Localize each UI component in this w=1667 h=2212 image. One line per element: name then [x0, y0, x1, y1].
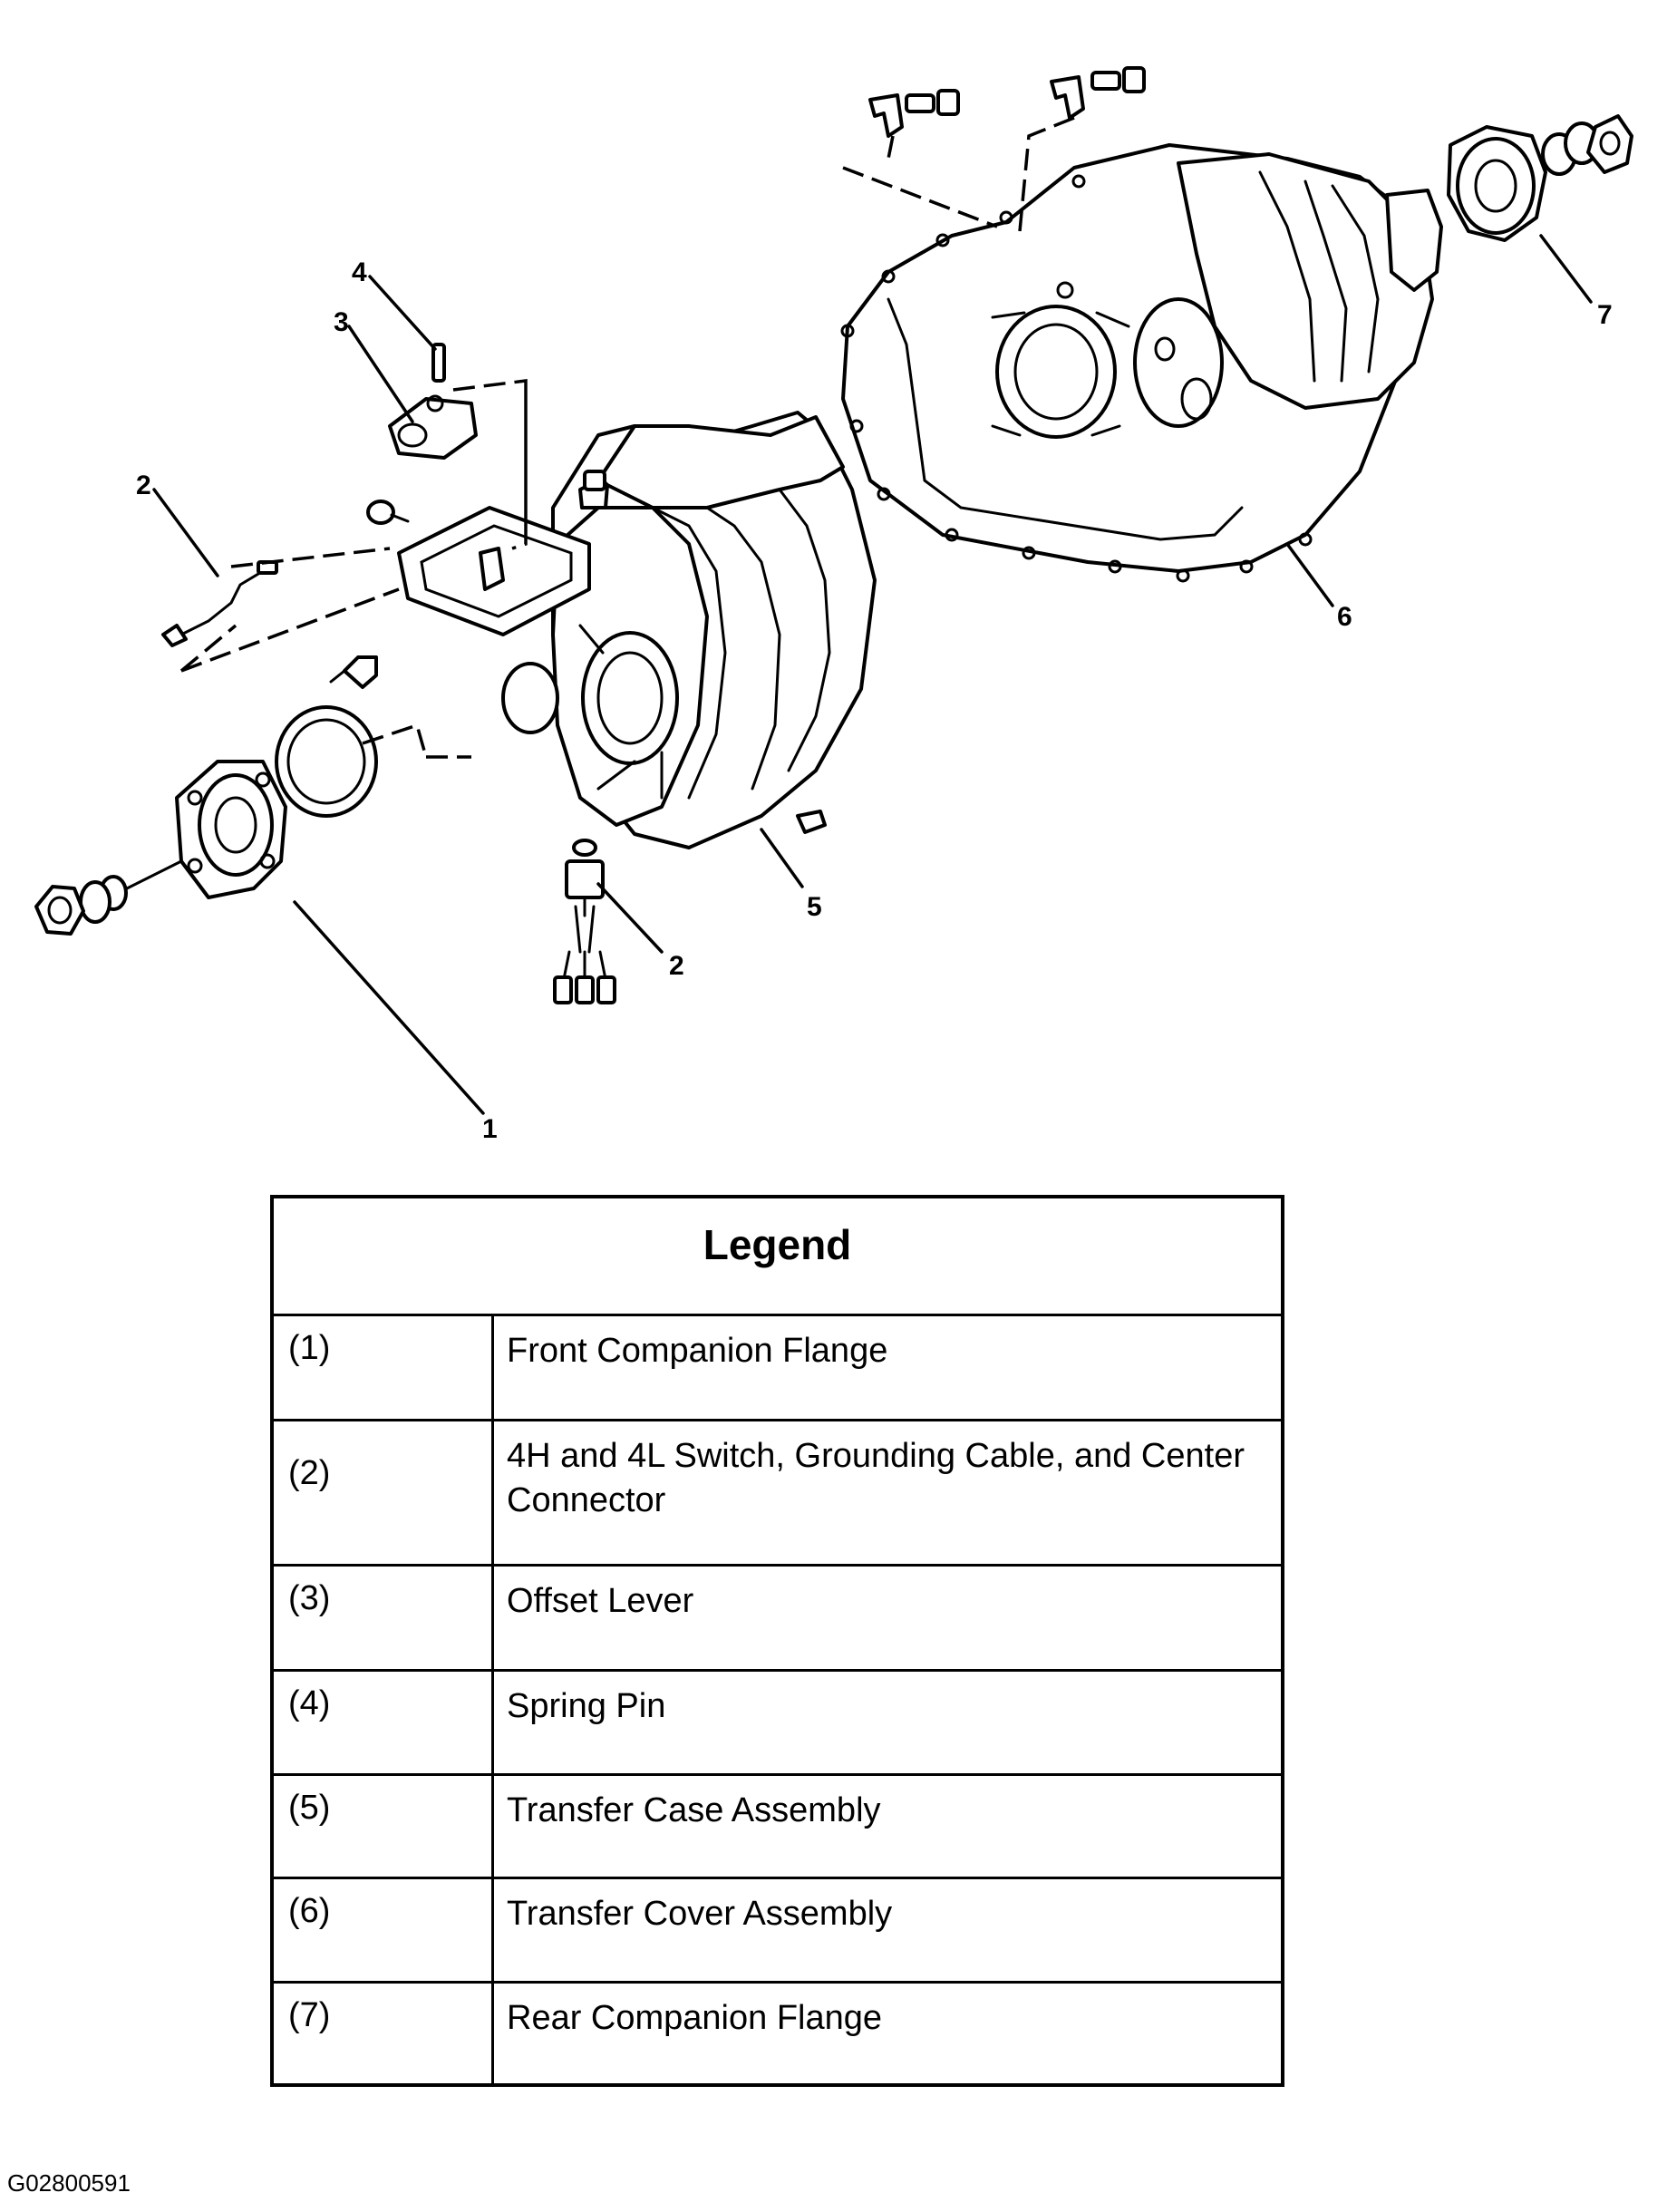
- leader-5: [760, 828, 804, 888]
- callout-3: 3: [334, 307, 349, 337]
- legend-header: Legend: [274, 1198, 1281, 1316]
- legend-number: (5): [274, 1776, 494, 1877]
- leader-7: [1539, 234, 1593, 304]
- legend-row: (7) Rear Companion Flange: [274, 1984, 1281, 2086]
- legend-number: (7): [274, 1984, 494, 2086]
- legend-description: Front Companion Flange: [507, 1332, 888, 1370]
- callout-7: 7: [1597, 300, 1613, 330]
- callout-2-lower: 2: [669, 951, 684, 981]
- callout-4: 4: [352, 257, 367, 287]
- breather-plug: [329, 655, 378, 689]
- exploded-view-diagram: 1 2 2 3 4 5 6 7: [34, 66, 1633, 1144]
- shift-cover: [397, 506, 591, 636]
- legend-title: Legend: [703, 1221, 852, 1268]
- leader-4: [368, 275, 437, 351]
- callout-6: 6: [1337, 602, 1352, 632]
- leader-6: [1285, 542, 1334, 607]
- transfer-case-assembly: [501, 411, 877, 849]
- cover-clamps-and-bolts: [842, 66, 1146, 232]
- cover-bolt: [366, 500, 410, 525]
- legend-number: (4): [274, 1672, 494, 1773]
- rear-companion-flange: [1447, 114, 1633, 242]
- offset-lever: [388, 394, 478, 460]
- legend-description: Transfer Case Assembly: [507, 1791, 881, 1829]
- legend-row: (1) Front Companion Flange: [274, 1316, 1281, 1421]
- legend-number: (2): [274, 1421, 494, 1564]
- legend-table: Legend (1) Front Companion Flange (2) 4H…: [270, 1195, 1284, 2087]
- legend-row: (3) Offset Lever: [274, 1567, 1281, 1672]
- legend-number: (6): [274, 1879, 494, 1981]
- leader-1: [293, 900, 485, 1115]
- legend-row: (2) 4H and 4L Switch, Grounding Cable, a…: [274, 1421, 1281, 1567]
- transfer-cover-assembly: [840, 143, 1443, 583]
- legend-row: (5) Transfer Case Assembly: [274, 1776, 1281, 1879]
- figure-code: G02800591: [7, 2169, 131, 2197]
- legend-description: 4H and 4L Switch, Grounding Cable, and C…: [507, 1437, 1245, 1519]
- callout-1: 1: [482, 1114, 498, 1144]
- legend-row: (4) Spring Pin: [274, 1672, 1281, 1776]
- grounding-cable: [161, 547, 400, 673]
- switch-and-connector: [553, 839, 616, 1004]
- legend-number: (1): [274, 1316, 494, 1419]
- leader-2-lower: [596, 882, 664, 954]
- callout-2-upper: 2: [136, 471, 151, 500]
- leader-3: [347, 325, 414, 423]
- legend-number: (3): [274, 1567, 494, 1669]
- legend-description: Offset Lever: [507, 1582, 694, 1620]
- leader-2-upper: [152, 488, 219, 577]
- legend-description: Rear Companion Flange: [507, 1999, 883, 2037]
- spring-pin: [431, 343, 446, 383]
- front-companion-flange: [34, 705, 471, 936]
- callout-5: 5: [807, 892, 822, 922]
- legend-description: Spring Pin: [507, 1687, 666, 1725]
- legend-description: Transfer Cover Assembly: [507, 1895, 893, 1933]
- legend-row: (6) Transfer Cover Assembly: [274, 1879, 1281, 1984]
